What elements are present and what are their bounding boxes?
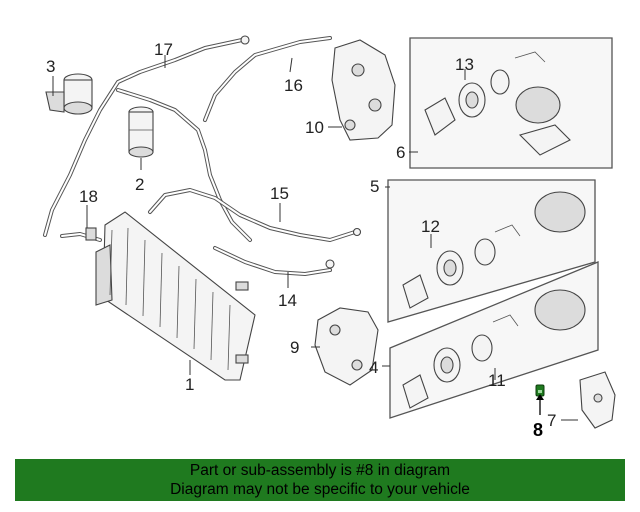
callout-18: 18 xyxy=(79,187,98,206)
callout-2: 2 xyxy=(135,175,144,194)
callout-15: 15 xyxy=(270,184,289,203)
callout-10: 10 xyxy=(305,118,324,137)
hose-15 xyxy=(148,188,362,242)
callout-16: 16 xyxy=(284,76,303,95)
hose-16 xyxy=(116,36,332,242)
hose-17 xyxy=(43,35,250,237)
callout-17: 17 xyxy=(154,40,173,59)
callout-11: 11 xyxy=(488,371,506,390)
info-banner: Part or sub-assembly is #8 in diagram Di… xyxy=(15,459,625,501)
hose-14 xyxy=(213,246,335,276)
callout-7: 7 xyxy=(547,411,556,430)
callout-9: 9 xyxy=(290,338,299,357)
callout-14: 14 xyxy=(278,291,297,310)
callout-5: 5 xyxy=(370,177,379,196)
condenser-1 xyxy=(95,211,256,381)
callout-13: 13 xyxy=(455,55,474,74)
banner-line-1: Part or sub-assembly is #8 in diagram xyxy=(189,462,451,479)
callout-1: 1 xyxy=(185,375,194,394)
callout-4: 4 xyxy=(369,358,378,377)
bracket-10 xyxy=(331,39,396,141)
bracket-7 xyxy=(579,371,616,429)
parts-diagram: 17 3 16 10 13 6 2 5 18 15 12 14 9 4 11 1… xyxy=(43,35,616,440)
banner-line-2: Diagram may not be specific to your vehi… xyxy=(170,481,470,498)
callout-12: 12 xyxy=(421,217,440,236)
callout-6: 6 xyxy=(396,143,405,162)
bracket-9 xyxy=(314,307,379,386)
assembly-box-4 xyxy=(389,261,599,419)
callout-3: 3 xyxy=(46,57,55,76)
assembly-box-5 xyxy=(387,179,596,323)
assembly-box-6 xyxy=(409,37,613,169)
valve-3 xyxy=(45,73,93,115)
callout-8-highlighted[interactable]: 8 xyxy=(533,420,543,440)
leader-lines xyxy=(52,55,578,421)
line-18 xyxy=(60,227,102,242)
drier-2 xyxy=(128,106,154,158)
